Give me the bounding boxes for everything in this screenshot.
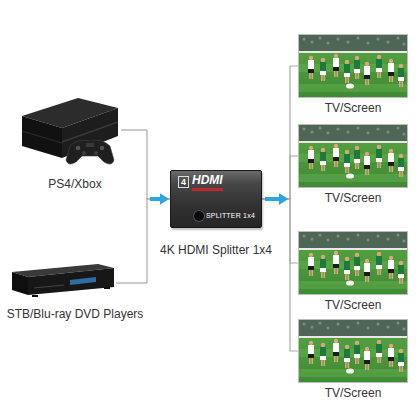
connector (147, 130, 170, 205)
arrow-shaft (265, 197, 279, 201)
tv-picture (298, 34, 408, 98)
arrow-shaft (265, 197, 279, 201)
tv-picture (298, 231, 408, 295)
connector (262, 156, 298, 205)
device-node: PS4/Xbox (3, 92, 147, 192)
arrow-head (160, 194, 169, 205)
connector-line (262, 156, 298, 199)
splitter-box: 4HDMISPLITTER 1x44K HDMI Splitter 1x4 (170, 170, 262, 228)
logo-number: 4 (178, 176, 189, 188)
device-node: STB/Blu-ray DVD Players (3, 258, 147, 322)
logo-text: HDMI (192, 174, 223, 187)
connector (147, 194, 170, 284)
connector-line (262, 66, 298, 199)
tv-picture (298, 319, 408, 383)
logo-bar (192, 188, 223, 191)
arrow-shaft (150, 197, 160, 201)
device-label: TV/Screen (325, 298, 382, 312)
device-node: TV/Screen (298, 319, 408, 401)
connector (262, 66, 298, 205)
source-lead (121, 129, 147, 130)
device-label: TV/Screen (325, 386, 382, 400)
device-label: STB/Blu-ray DVD Players (7, 307, 144, 321)
console-illustration (22, 98, 118, 164)
model-text: SPLITTER 1x4 (206, 212, 255, 220)
arrow-head (279, 194, 288, 205)
arrow-head (279, 194, 288, 205)
device-label: TV/Screen (325, 191, 382, 205)
arrow-head (279, 194, 288, 205)
arrow-head (279, 194, 288, 205)
arrow-shaft (265, 197, 279, 201)
device-label: PS4/Xbox (48, 177, 101, 191)
arrow-head (160, 194, 169, 205)
power-button (193, 210, 205, 222)
device-node: TV/Screen (298, 231, 408, 313)
connector-line (147, 130, 170, 199)
arrow-shaft (150, 197, 160, 201)
connector-line (262, 199, 298, 351)
player-illustration (12, 264, 114, 297)
source-lead (116, 282, 147, 283)
device-label: TV/Screen (325, 101, 382, 115)
arrow-shaft (265, 197, 279, 201)
device-node: TV/Screen (298, 34, 408, 116)
connector (262, 194, 298, 352)
device-node: TV/Screen (298, 124, 408, 206)
tv-picture (298, 124, 408, 188)
connector-line (147, 199, 170, 283)
device-caption: 4K HDMI Splitter 1x4 (160, 243, 272, 257)
